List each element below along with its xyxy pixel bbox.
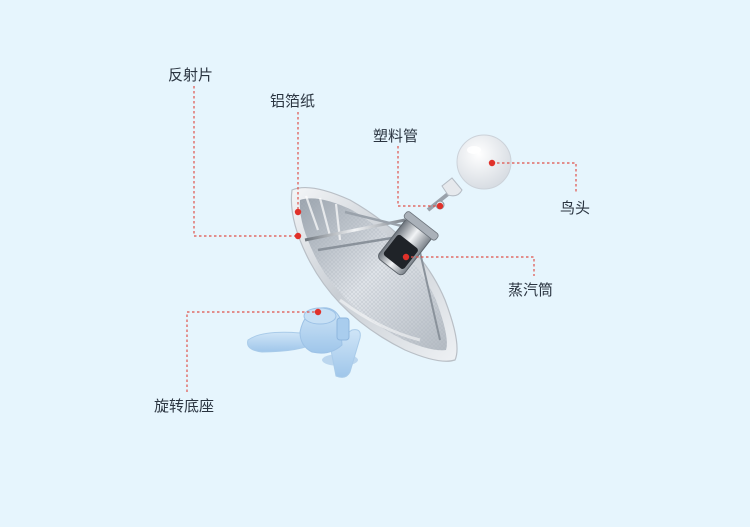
marker-dots (294, 159, 496, 316)
marker-steam-tube (402, 253, 410, 261)
reflector-dish (290, 187, 458, 362)
marker-reflector (294, 232, 302, 240)
leader-lines (186, 86, 577, 392)
leader-plastic-tube (397, 146, 440, 207)
label-reflector: 反射片 (168, 66, 214, 84)
marker-plastic-tube (436, 202, 444, 210)
marker-base (314, 308, 322, 316)
label-bird-head: 鸟头 (560, 199, 591, 217)
label-plastic-tube: 塑料管 (373, 127, 419, 145)
leader-reflector (193, 86, 298, 237)
steam-cylinder (378, 211, 439, 276)
marker-foil (294, 208, 302, 216)
leader-steam-tube (406, 256, 535, 276)
label-base: 旋转底座 (154, 397, 215, 415)
label-foil: 铝箔纸 (270, 92, 316, 110)
leader-base (186, 311, 318, 392)
bird-head (441, 134, 512, 197)
rotating-base (247, 307, 361, 378)
label-steam-tube: 蒸汽筒 (508, 281, 554, 299)
marker-bird-head (488, 159, 496, 167)
support-struts (304, 210, 441, 341)
